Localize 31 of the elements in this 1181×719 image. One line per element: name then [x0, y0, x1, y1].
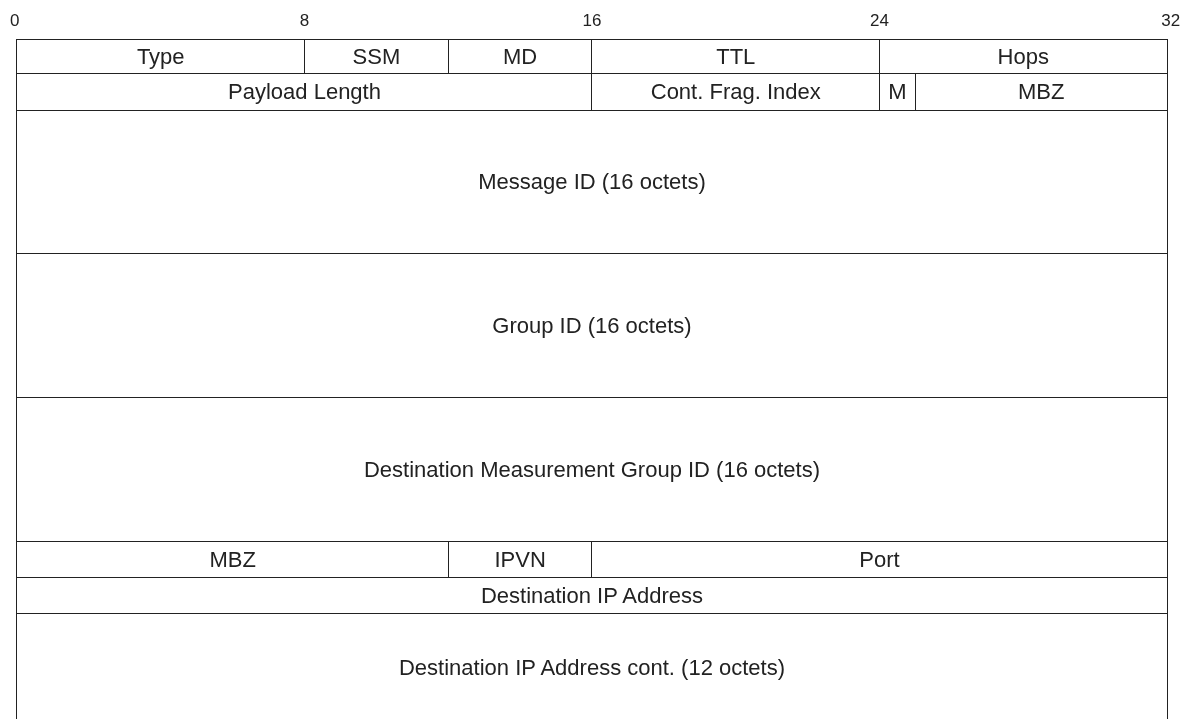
bit-offset-label: 24: [870, 12, 889, 29]
field-label: M: [888, 81, 907, 103]
header-field: [878, 39, 1168, 74]
field-label: Type: [136, 45, 185, 68]
field-label: Payload Length: [228, 81, 381, 103]
header-field: [16, 253, 1168, 398]
field-label: Destination Measurement Group ID (16 octets): [363, 458, 821, 481]
field-label: Port: [859, 548, 900, 571]
field-label: Hops: [997, 45, 1049, 68]
field-label: MD: [503, 45, 538, 68]
field-label: MBZ: [209, 548, 256, 571]
header-field: [591, 541, 1168, 578]
header-field: [591, 39, 881, 74]
field-label: MBZ: [1018, 81, 1065, 103]
header-field: [16, 110, 1168, 254]
field-label: IPVN: [494, 548, 546, 571]
bit-offset-label: 0: [9, 12, 20, 29]
bit-offset-label: 8: [299, 12, 310, 29]
bit-offset-label: 16: [582, 12, 602, 29]
field-label: Cont. Frag. Index: [650, 81, 821, 103]
header-field: [16, 577, 1168, 614]
field-label: TTL: [716, 45, 756, 68]
field-label: Destination IP Address: [480, 584, 704, 607]
field-label: Destination IP Address cont. (12 octets): [399, 656, 785, 679]
header-field: [16, 613, 1168, 719]
header-field: [16, 39, 306, 74]
field-label: SSM: [352, 45, 401, 68]
field-label: Group ID (16 octets): [492, 314, 692, 337]
field-label: Message ID (16 octets): [478, 171, 706, 193]
header-field: [16, 397, 1168, 542]
bit-offset-label: 32: [1161, 12, 1181, 29]
